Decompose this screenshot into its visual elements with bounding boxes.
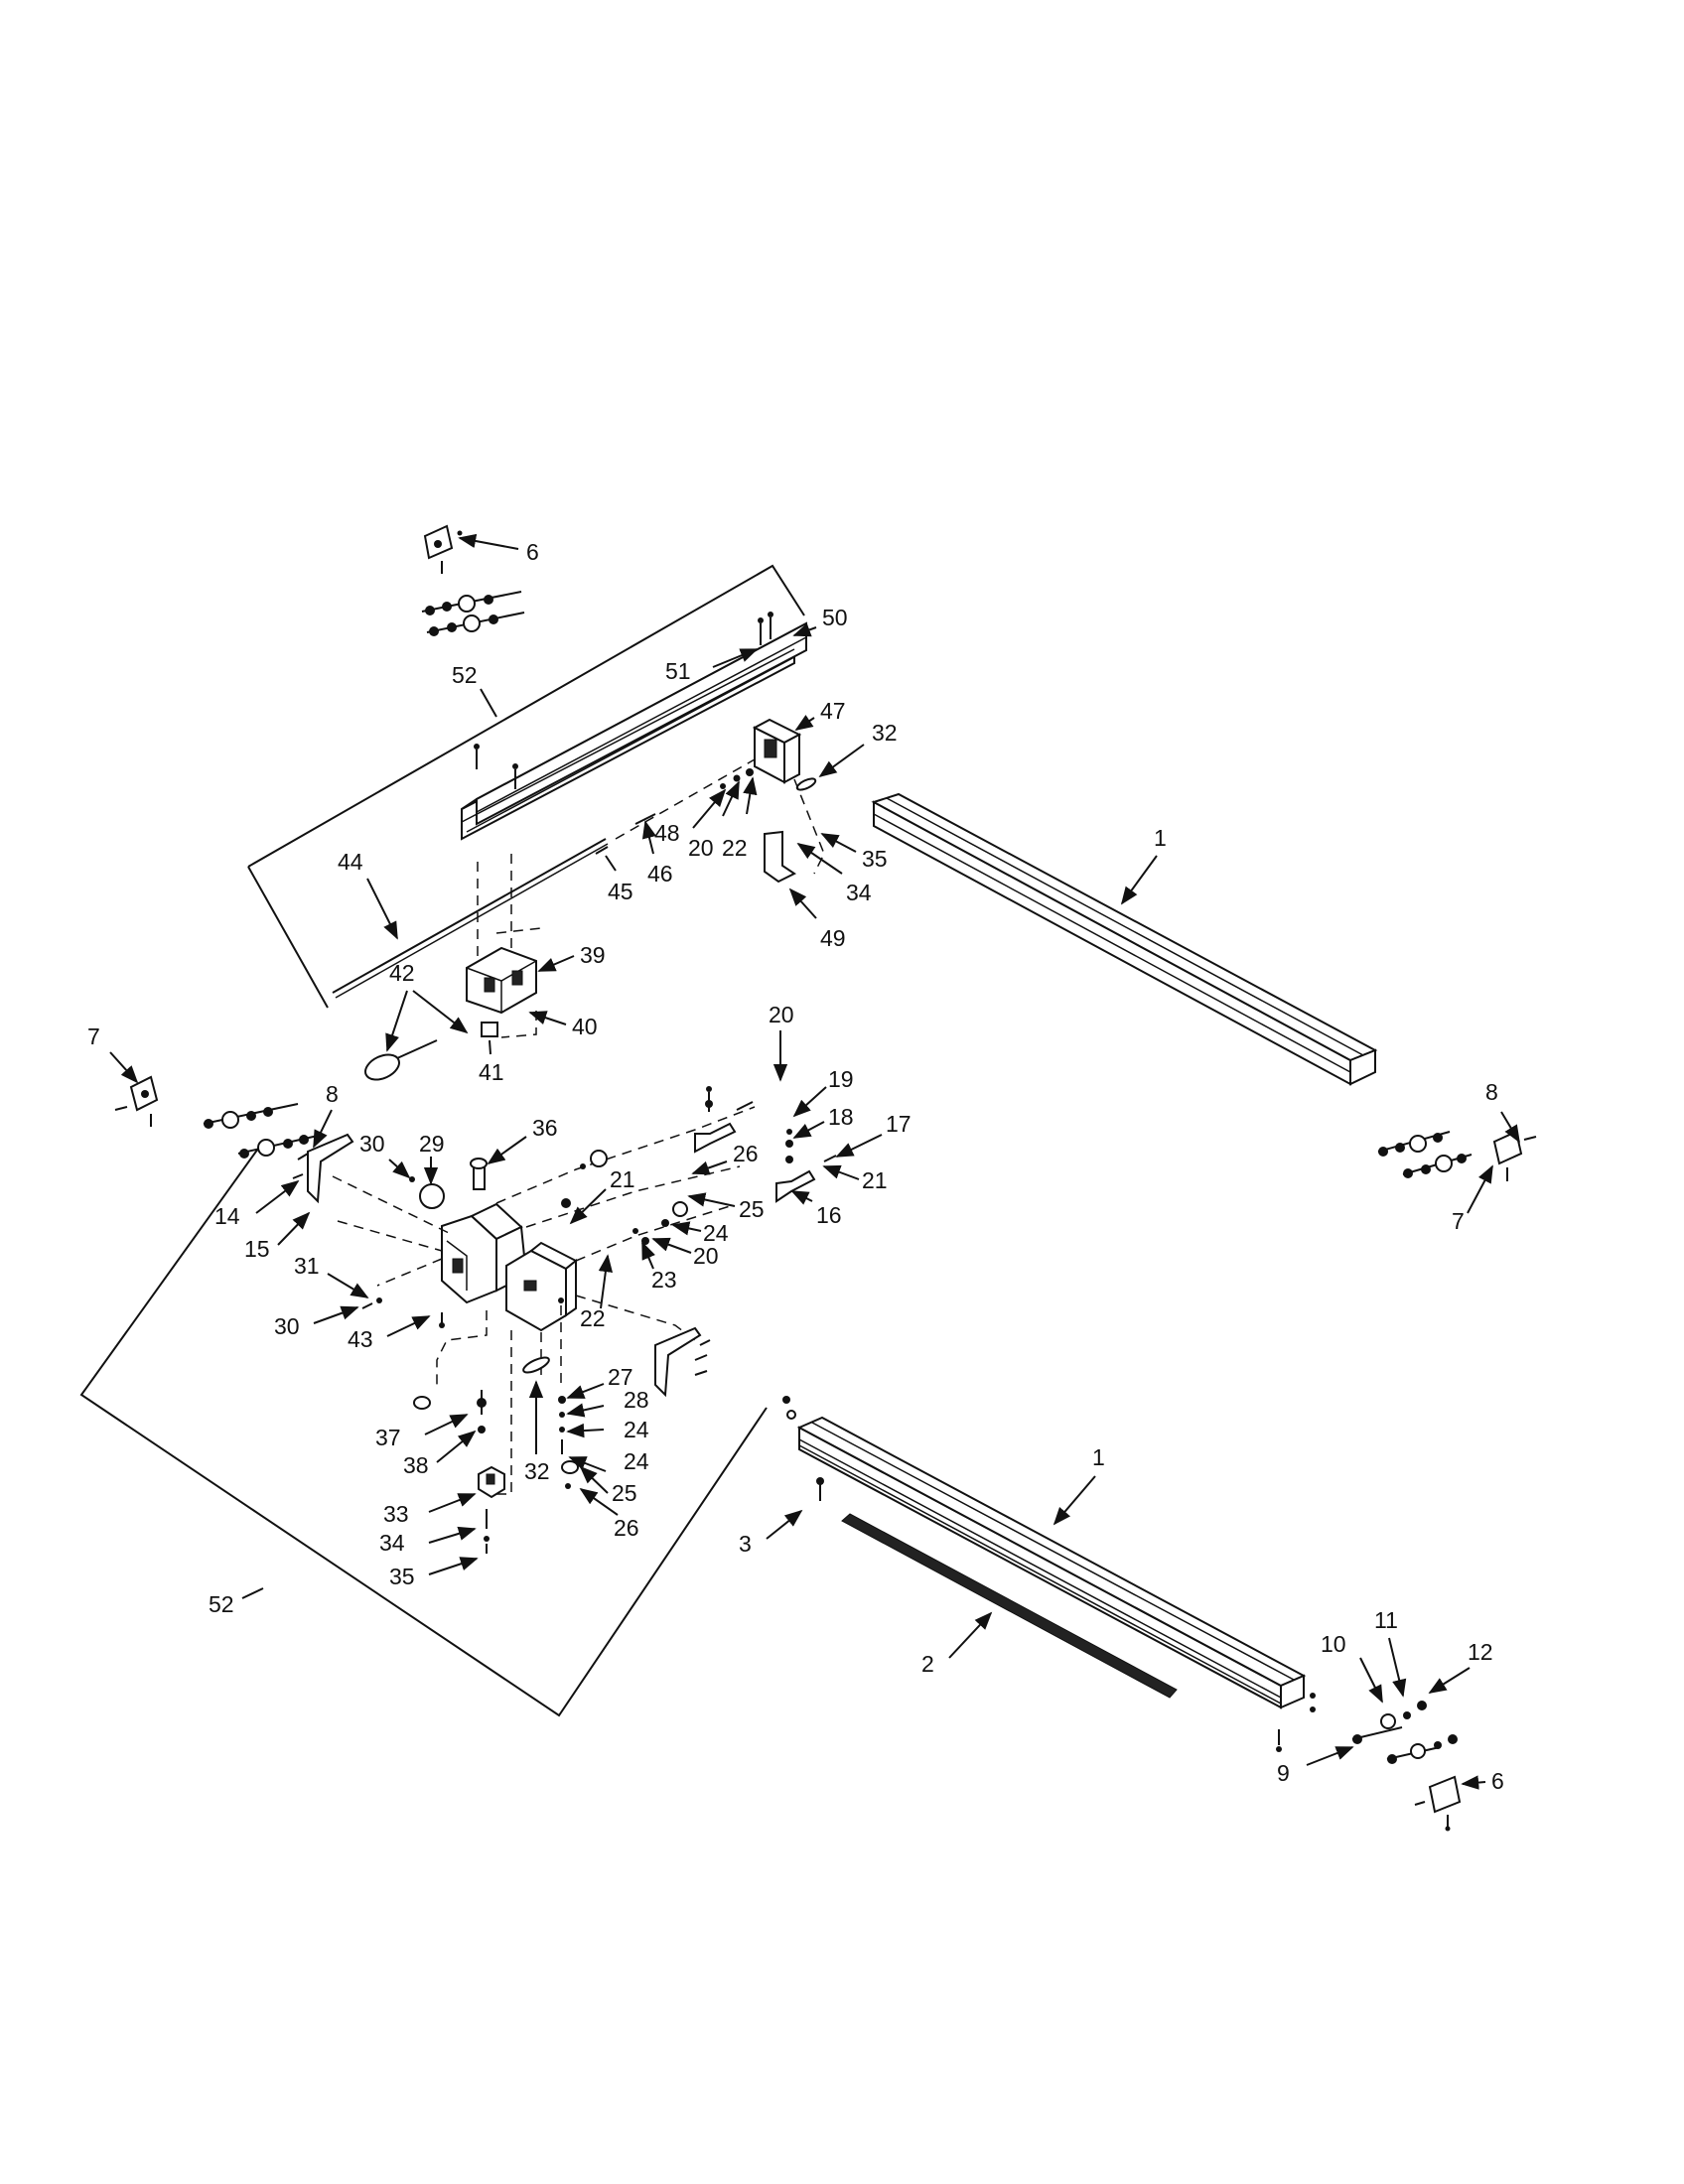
- pin-lower: [522, 1356, 550, 1374]
- head-assembly-bracket-line: [79, 1141, 768, 1717]
- callout-20: 20: [688, 835, 714, 861]
- guide-block: [466, 946, 537, 1015]
- callout-47: 47: [820, 698, 846, 724]
- fence-end-block: [752, 718, 802, 784]
- callout-17: 17: [886, 1111, 912, 1137]
- callout-1: 1: [1092, 1444, 1105, 1470]
- end-cap-right: [1377, 1130, 1537, 1181]
- callout-51: 51: [665, 658, 691, 684]
- callout-37: 37: [375, 1425, 401, 1450]
- callout-28: 28: [624, 1387, 649, 1413]
- callout-36: 36: [532, 1115, 558, 1141]
- callout-25: 25: [612, 1480, 637, 1506]
- end-cap-lower-right: [1428, 1775, 1462, 1814]
- callout-21: 21: [610, 1166, 635, 1192]
- callout-44: 44: [338, 849, 363, 875]
- spring-clip-left: [292, 1133, 354, 1204]
- end-cap-left: [114, 1075, 319, 1159]
- rail-upper: [871, 792, 1378, 1086]
- callout-23: 23: [651, 1267, 677, 1293]
- callout-22: 22: [580, 1305, 606, 1331]
- callout-20: 20: [769, 1002, 794, 1027]
- callout-7: 7: [1452, 1208, 1465, 1234]
- callout-43: 43: [348, 1326, 373, 1352]
- callout-16: 16: [816, 1202, 842, 1228]
- callout-24: 24: [703, 1220, 729, 1246]
- callout-7: 7: [87, 1024, 100, 1049]
- callout-22: 22: [722, 835, 748, 861]
- callout-2: 2: [921, 1651, 934, 1677]
- callout-35: 35: [389, 1564, 415, 1589]
- callout-45: 45: [608, 879, 633, 904]
- callout-39: 39: [580, 942, 606, 968]
- callout-15: 15: [244, 1236, 270, 1262]
- end-cap-top: [421, 524, 525, 636]
- callout-52: 52: [452, 662, 478, 688]
- callout-30: 30: [274, 1313, 300, 1339]
- callout-33: 33: [383, 1501, 409, 1527]
- callout-24: 24: [624, 1448, 649, 1474]
- callout-20: 20: [693, 1243, 719, 1269]
- callout-8: 8: [326, 1081, 339, 1107]
- callout-46: 46: [647, 861, 673, 887]
- fence-extrusion: [461, 621, 807, 841]
- clamp-bracket: [764, 830, 796, 884]
- callout-9: 9: [1277, 1760, 1290, 1786]
- callout-38: 38: [403, 1452, 429, 1478]
- callout-21: 21: [862, 1167, 888, 1193]
- callout-32: 32: [524, 1458, 550, 1484]
- callout-34: 34: [379, 1530, 405, 1556]
- callout-35: 35: [862, 846, 888, 872]
- callout-1: 1: [1154, 825, 1167, 851]
- parts-layer: [79, 524, 1537, 1832]
- head-block: [505, 1241, 578, 1332]
- callout-31: 31: [294, 1253, 320, 1279]
- callout-26: 26: [733, 1141, 759, 1166]
- fence-rod: [332, 838, 607, 994]
- fence-assembly-bracket-line: [247, 564, 805, 868]
- callout-50: 50: [822, 605, 848, 630]
- locating-pin: [473, 1165, 486, 1190]
- callout-41: 41: [479, 1059, 504, 1085]
- callout-48: 48: [654, 820, 680, 846]
- callout-14: 14: [214, 1203, 240, 1229]
- callout-12: 12: [1468, 1639, 1493, 1665]
- fence-assembly-bracket-line-lower: [247, 866, 329, 1009]
- callout-52: 52: [209, 1591, 234, 1617]
- callout-24: 24: [624, 1417, 649, 1442]
- callout-26: 26: [614, 1515, 639, 1541]
- callout-30: 30: [359, 1131, 385, 1157]
- pin-upper: [795, 777, 817, 791]
- callout-11: 11: [1374, 1607, 1398, 1633]
- lock-knob: [364, 1039, 438, 1081]
- callout-6: 6: [526, 539, 539, 565]
- callout-29: 29: [419, 1131, 445, 1157]
- callout-32: 32: [872, 720, 898, 746]
- callout-34: 34: [846, 880, 872, 905]
- callout-19: 19: [828, 1066, 854, 1092]
- callout-42: 42: [389, 960, 415, 986]
- callout-3: 3: [739, 1531, 752, 1557]
- gear-rack: [841, 1513, 1178, 1699]
- callout-6: 6: [1491, 1768, 1504, 1794]
- callout-49: 49: [820, 925, 846, 951]
- callout-40: 40: [572, 1014, 598, 1039]
- callout-10: 10: [1321, 1631, 1346, 1657]
- callout-labels: 6 50 51 52 47 32 48 20 22 35 34 49 46 45…: [87, 539, 1504, 1794]
- callout-18: 18: [828, 1104, 854, 1130]
- rail-lower: [796, 1416, 1307, 1709]
- leader-arrows: [109, 533, 1520, 1790]
- callout-25: 25: [739, 1196, 765, 1222]
- callout-8: 8: [1485, 1079, 1498, 1105]
- callout-27: 27: [608, 1364, 633, 1390]
- washer-knob: [419, 1183, 445, 1209]
- nut: [481, 1022, 498, 1037]
